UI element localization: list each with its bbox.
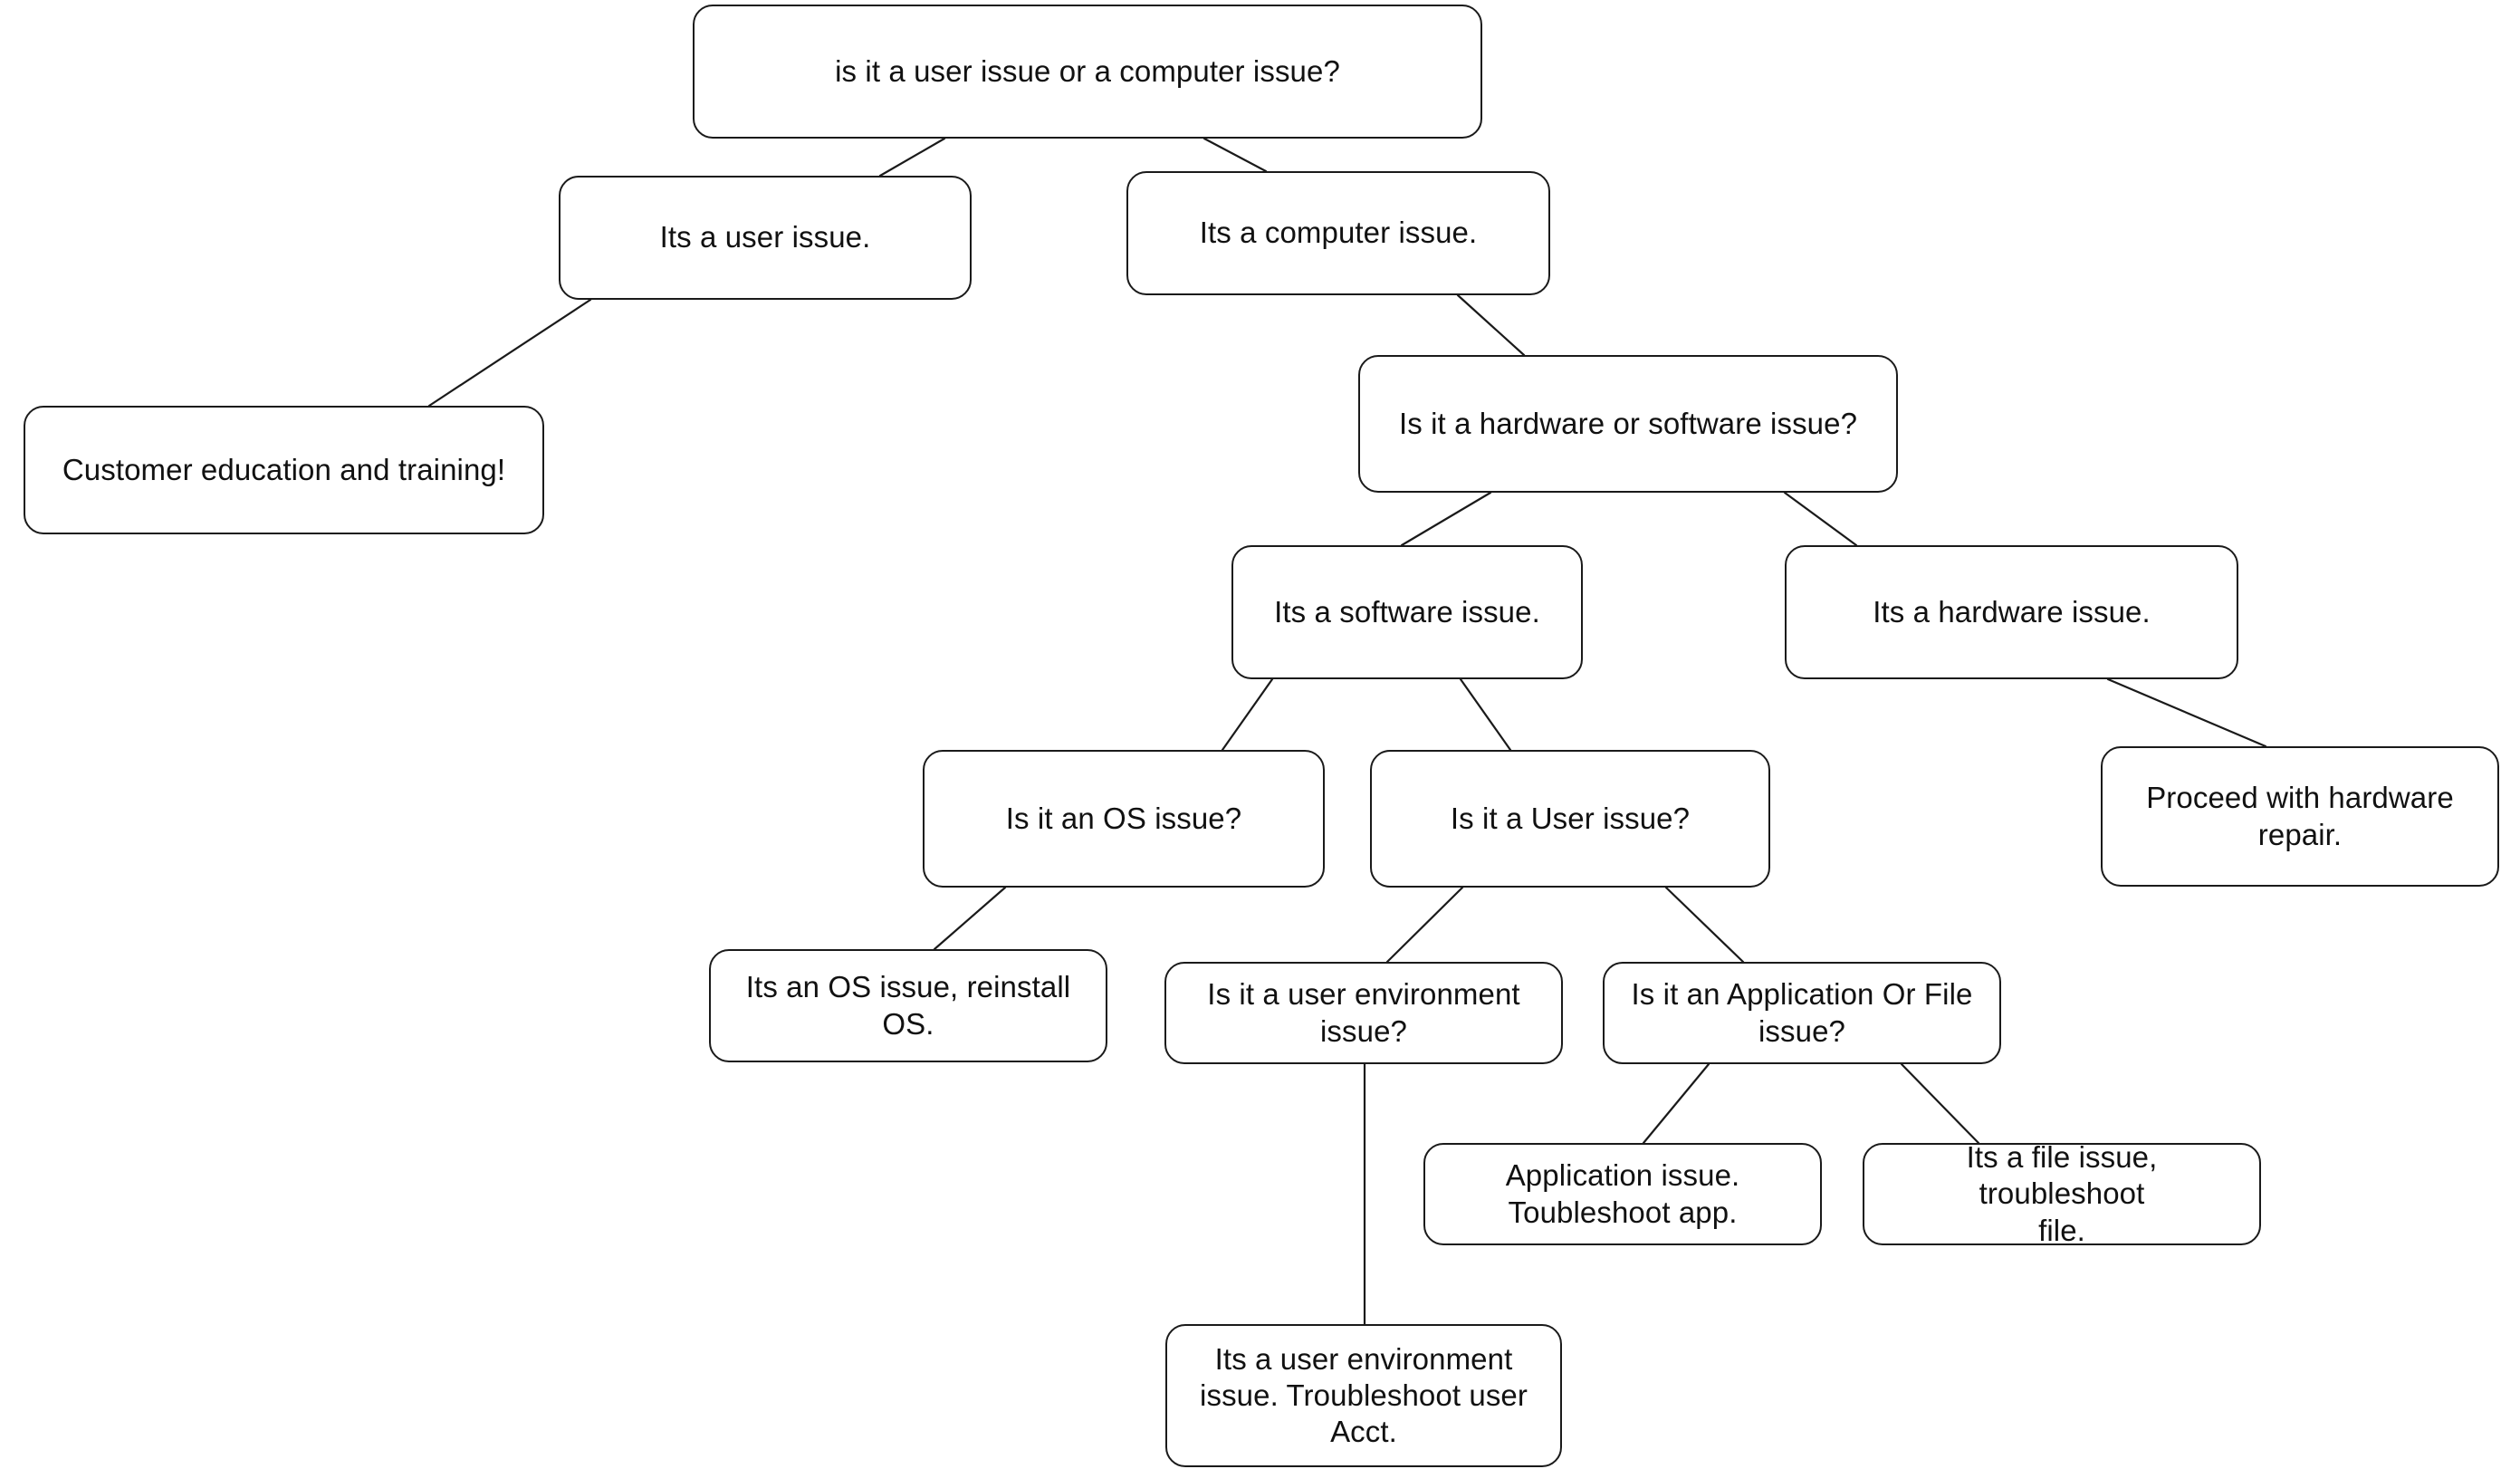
- node-label: Customer education and training!: [62, 452, 506, 486]
- node-label: Its a file issue, troubleshoot file.: [1966, 1140, 2158, 1247]
- flowchart-edge: [1459, 677, 1512, 752]
- flowchart-edge: [933, 886, 1007, 951]
- flowchart-edge: [1456, 293, 1526, 357]
- flowchart-edge: [1221, 677, 1274, 752]
- flowchart-node-user-issue[interactable]: Its a user issue.: [559, 176, 972, 300]
- node-label: Application issue. Toubleshoot app.: [1505, 1158, 1740, 1229]
- flowchart-edge: [1900, 1062, 1980, 1145]
- flowchart-edge: [1642, 1062, 1710, 1145]
- flowchart-node-customer-education[interactable]: Customer education and training!: [24, 406, 544, 534]
- flowchart-edge: [1203, 137, 1268, 173]
- node-label: Its an OS issue, reinstall OS.: [745, 970, 1071, 1041]
- node-label: Its a computer issue.: [1199, 216, 1478, 250]
- node-label: Its a hardware issue.: [1873, 594, 2151, 629]
- flowchart-node-root[interactable]: is it a user issue or a computer issue?: [693, 5, 1482, 139]
- node-label: Is it a hardware or software issue?: [1398, 406, 1858, 440]
- flowchart-node-application-issue[interactable]: Application issue. Toubleshoot app.: [1423, 1143, 1822, 1245]
- flowchart-edge: [2106, 677, 2267, 748]
- flowchart-node-hardware-or-software[interactable]: Is it a hardware or software issue?: [1358, 355, 1898, 493]
- node-label: Its a software issue.: [1274, 594, 1540, 629]
- node-label: Its a user issue.: [659, 220, 871, 254]
- flowchart-node-user-environment-question[interactable]: Is it a user environment issue?: [1164, 962, 1563, 1064]
- flowchart-node-user-environment-result[interactable]: Its a user environment issue. Troublesho…: [1165, 1324, 1562, 1467]
- flowchart-edge: [1783, 491, 1858, 547]
- flowchart-edge: [1385, 886, 1464, 964]
- flowchart-edge: [1664, 886, 1745, 964]
- flowchart-node-os-reinstall[interactable]: Its an OS issue, reinstall OS.: [709, 949, 1107, 1062]
- flowchart-node-file-issue[interactable]: Its a file issue, troubleshoot file.: [1863, 1140, 2261, 1247]
- flowchart-node-computer-issue[interactable]: Its a computer issue.: [1126, 171, 1550, 295]
- flowchart-node-hardware-repair[interactable]: Proceed with hardware repair.: [2101, 746, 2499, 887]
- node-label: Its a user environment issue. Troublesho…: [1200, 1341, 1528, 1449]
- flowchart-edge: [427, 298, 592, 408]
- flowchart-edge: [878, 137, 946, 178]
- node-label: Is it a User issue?: [1450, 801, 1691, 835]
- flowchart-edge: [1400, 491, 1492, 547]
- node-label: Is it an Application Or File issue?: [1631, 977, 1973, 1048]
- node-label: Is it a user environment issue?: [1207, 977, 1520, 1048]
- flowchart-node-application-or-file-question[interactable]: Is it an Application Or File issue?: [1603, 962, 2001, 1064]
- node-label: Is it an OS issue?: [1005, 801, 1242, 835]
- flowchart-node-user-issue-question[interactable]: Is it a User issue?: [1370, 750, 1770, 888]
- flowchart-node-os-issue-question[interactable]: Is it an OS issue?: [923, 750, 1325, 888]
- flowchart-node-software-issue[interactable]: Its a software issue.: [1231, 545, 1583, 679]
- node-label: is it a user issue or a computer issue?: [835, 53, 1340, 88]
- flowchart-node-hardware-issue[interactable]: Its a hardware issue.: [1785, 545, 2238, 679]
- node-label: Proceed with hardware repair.: [2146, 781, 2454, 851]
